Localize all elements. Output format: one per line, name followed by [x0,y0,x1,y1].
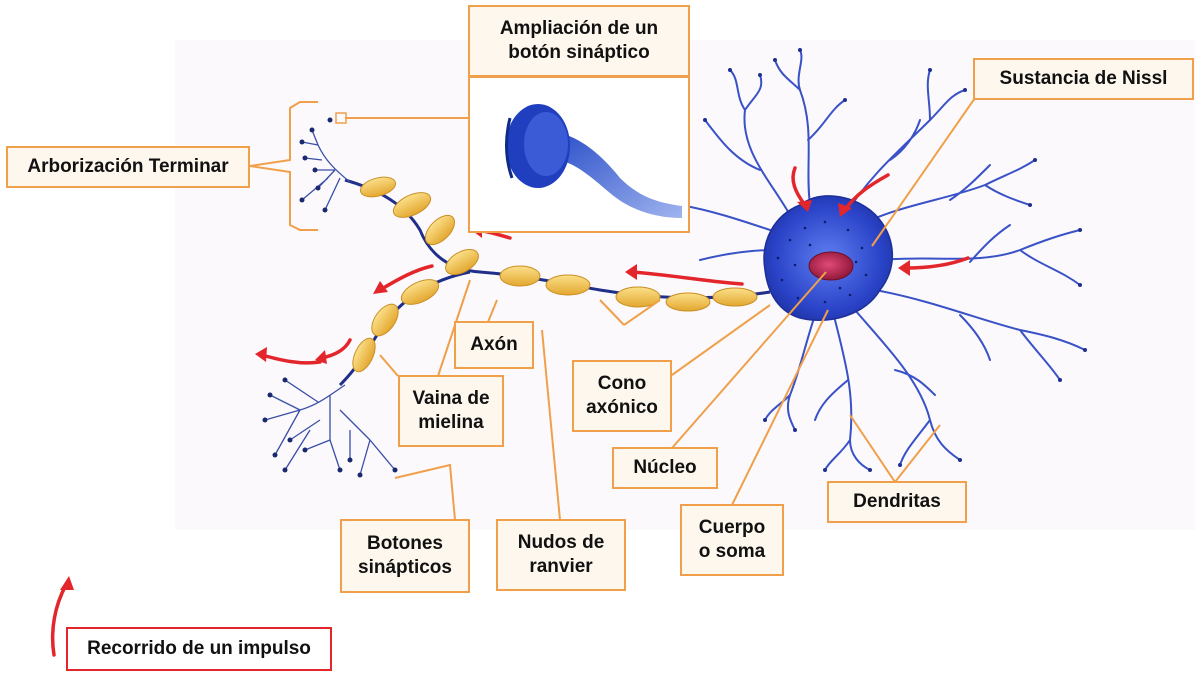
label-cuerpo-text: Cuerpo o soma [698,517,766,562]
label-nissl-text: Sustancia de Nissl [999,68,1168,90]
impulse-arrowheads [255,200,910,364]
terminal-arborization-upper [301,129,351,211]
terminal-arborization-lower [264,379,396,476]
label-nucleo-text: Núcleo [633,457,697,479]
legend-recorrido-impulso: Recorrido de un impulso [66,627,332,671]
label-arborizacion-terminar: Arborización Terminar [6,146,250,188]
synaptic-bouton-inset [468,76,690,233]
label-nudos-ranvier: Nudos de ranvier [496,519,626,591]
legend-arrowhead [60,576,74,590]
label-axon-text: Axón [470,334,518,356]
myelin-segments [352,176,758,373]
legend-arrow [50,583,68,657]
label-dendritas: Dendritas [827,481,967,523]
label-botones-sinapticos: Botones sinápticos [340,519,470,593]
nissl-speckles [776,220,868,304]
label-sustancia-nissl: Sustancia de Nissl [973,58,1194,100]
label-nudos-text: Nudos de ranvier [517,532,605,577]
label-vaina-text: Vaina de mielina [412,388,490,433]
label-nucleo: Núcleo [612,447,718,489]
label-botones-text: Botones sinápticos [358,533,452,578]
label-cono-axonico: Cono axónico [572,360,672,432]
label-vaina-mielina: Vaina de mielina [398,375,504,447]
impulse-arrows [260,166,970,365]
label-cono-text: Cono axónico [586,373,658,418]
label-dendritas-text: Dendritas [853,491,941,513]
terminal-buttons-lower [262,377,398,478]
nucleus [808,251,854,281]
label-ampliacion-text: Ampliación de un botón sináptico [499,18,659,63]
legend-text: Recorrido de un impulso [87,638,311,659]
label-ampliacion-boton: Ampliación de un botón sináptico [468,5,690,77]
label-arborizacion-text: Arborización Terminar [27,156,229,178]
label-cuerpo-soma: Cuerpo o soma [680,504,784,576]
synaptic-bouton-drawing [505,104,682,218]
label-axon: Axón [454,321,534,369]
terminal-buttons-upper [299,117,333,213]
dendrite-tips [638,48,1087,472]
